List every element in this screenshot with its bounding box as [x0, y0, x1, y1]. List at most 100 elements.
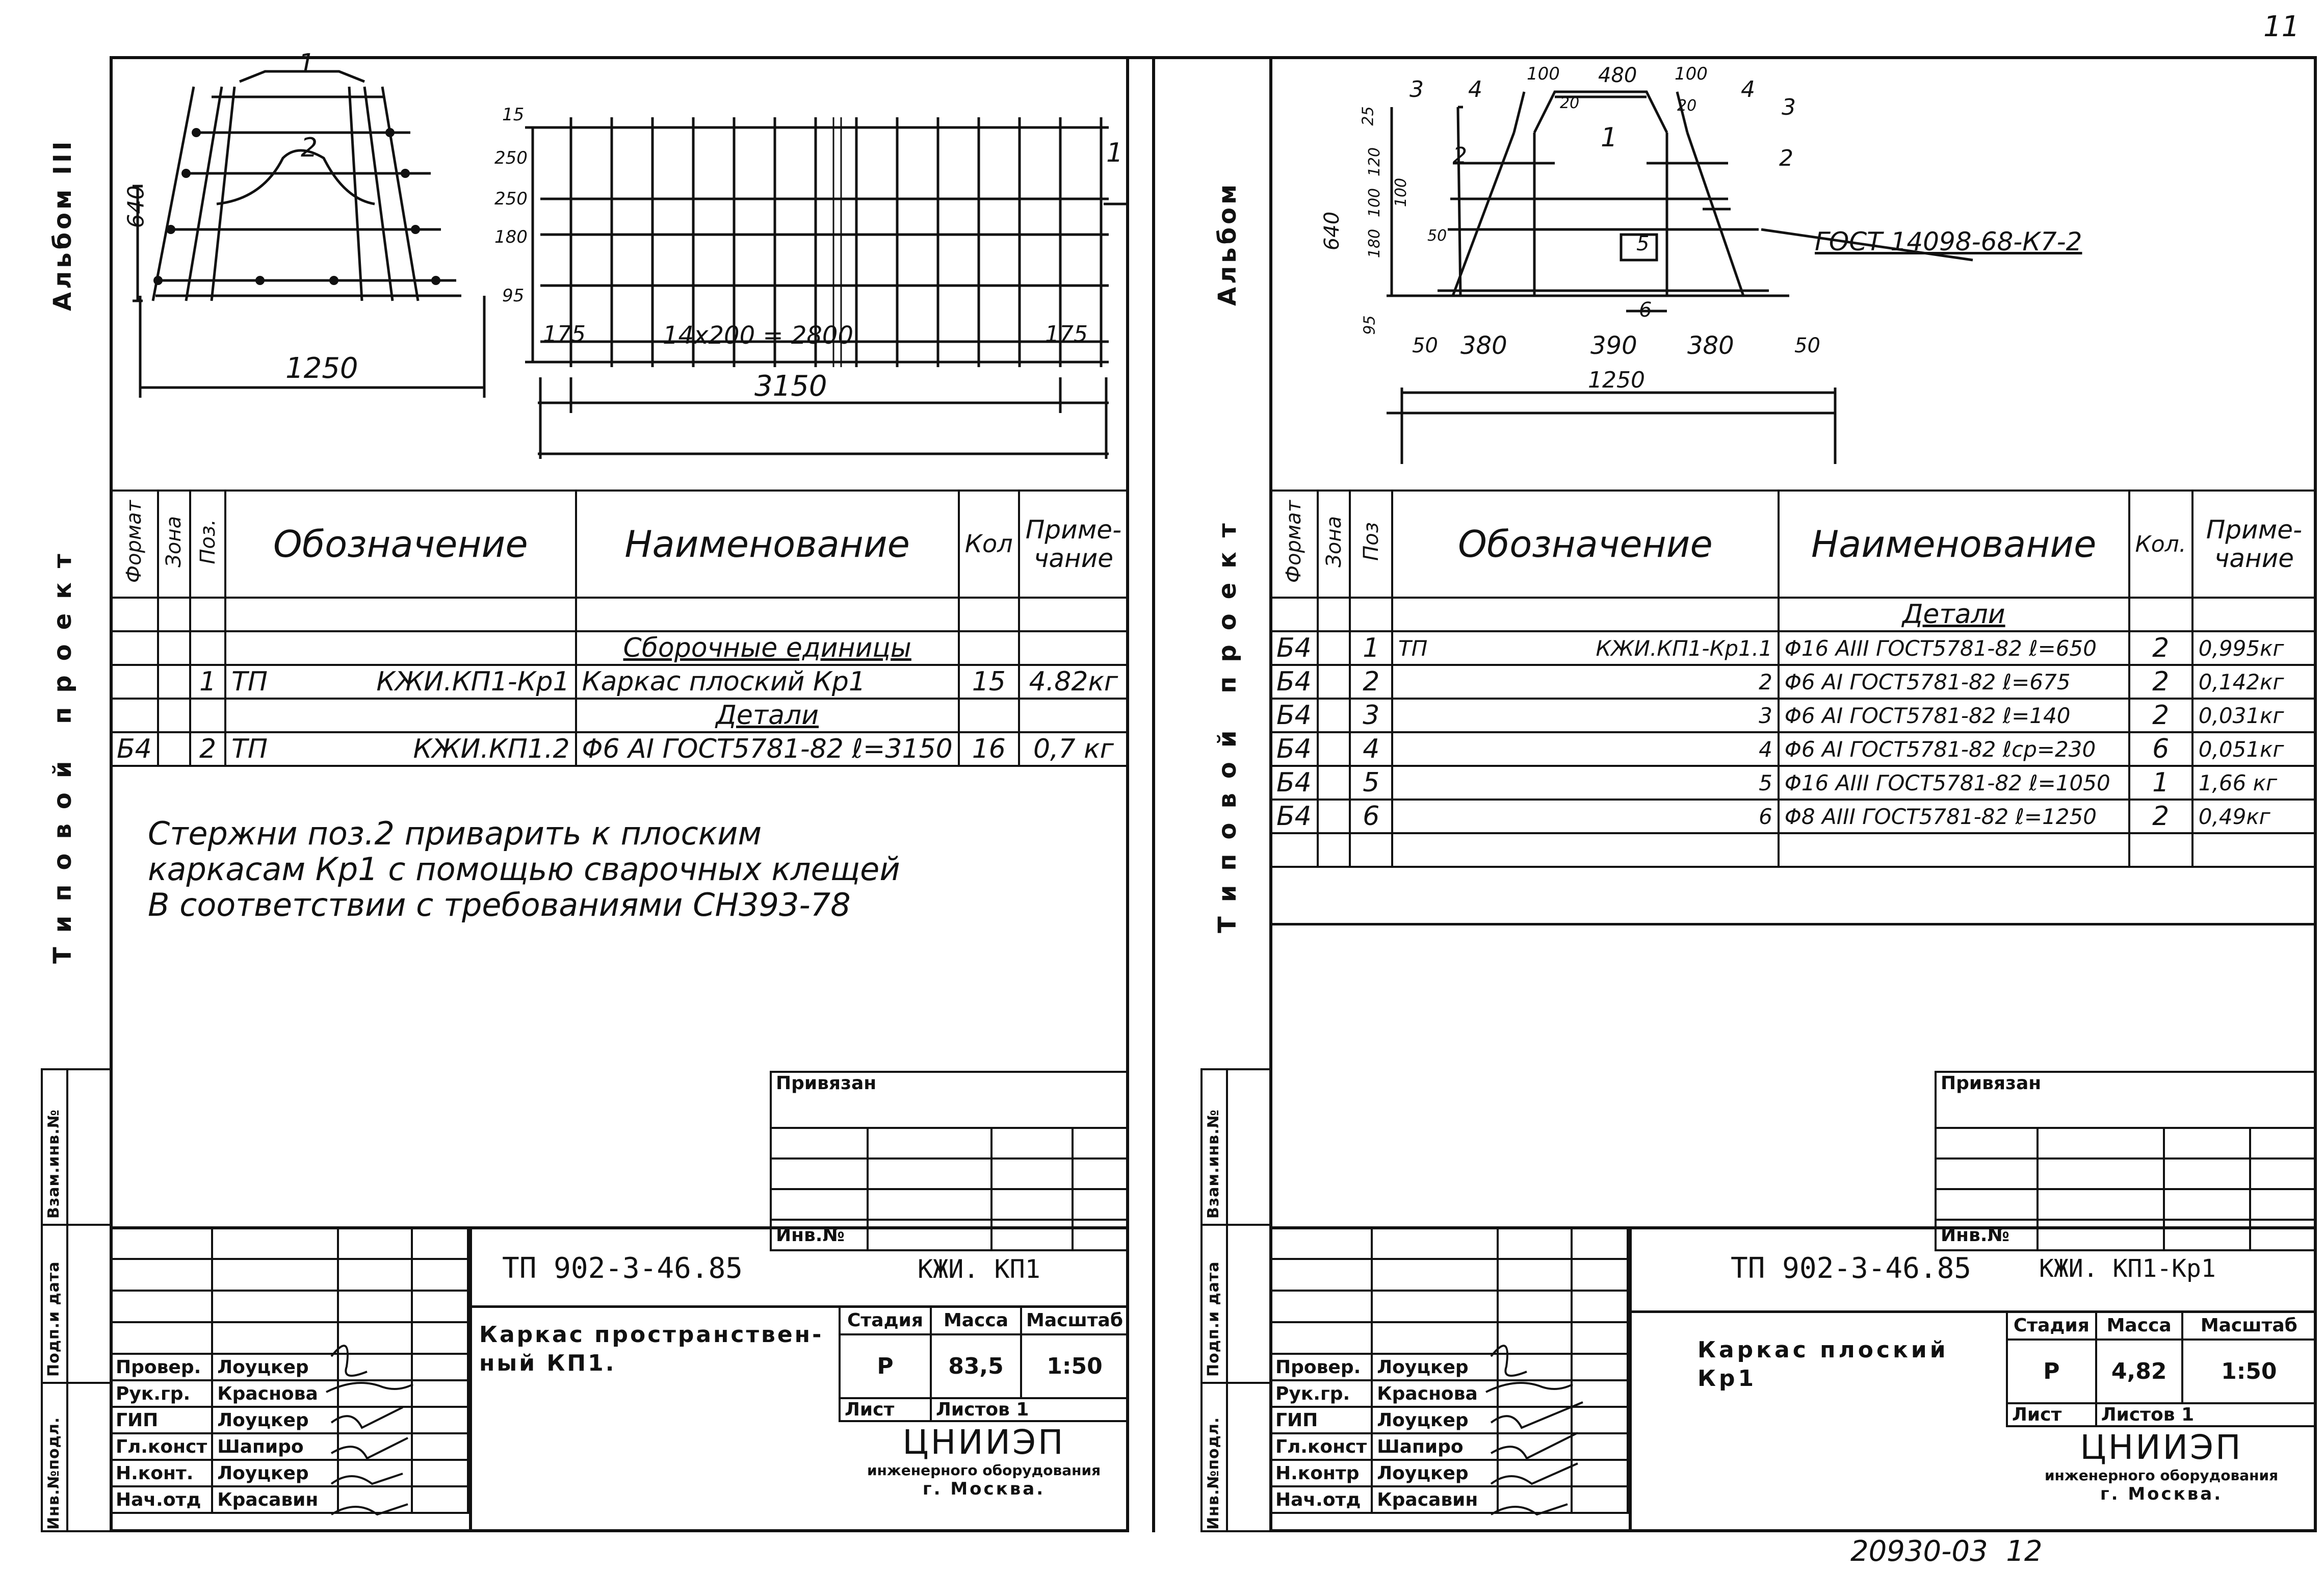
right-hdr-name: Наименование [1777, 490, 2130, 599]
signer-row: Рук.гр.Краснова [1269, 1379, 1629, 1408]
right-callout-6: 6 [1639, 298, 1652, 322]
sheet-divider [1152, 56, 1155, 1532]
left-dim-length: 3150 [754, 370, 827, 403]
left-hdr-note: Приме-чание [1017, 490, 1130, 599]
right-leader-3b: 3 [1782, 94, 1796, 120]
right-dim-bottom-1: 50 [1412, 334, 1438, 357]
left-cage-drawing [133, 70, 1129, 459]
right-doc-number: ТП 902-3-46.85 [1731, 1252, 1972, 1285]
right-signatures [1485, 1345, 1583, 1516]
right-hdr-zone: Зона [1322, 516, 1346, 568]
left-dim-row-3: 250 [494, 189, 528, 209]
right-leader-2b: 2 [1779, 145, 1793, 171]
left-hdr-format: Формат [122, 500, 146, 583]
left-doc-number: ТП 902-3-46.85 [502, 1252, 743, 1285]
right-hdr-qty: Кол. [2128, 490, 2194, 599]
left-dim-pitch: 14x200 = 2800 [663, 321, 853, 350]
right-leader-4b: 4 [1741, 76, 1755, 102]
left-dim-height: 640 [123, 185, 149, 228]
left-hdr-designation: Обозначение [224, 490, 577, 599]
left-hdr-zone: Зона [162, 516, 186, 568]
left-dim-row-4: 180 [494, 227, 528, 247]
left-org-block: ЦНИИЭП инженерного оборудования г. Москв… [867, 1423, 1101, 1499]
right-title: Каркас плоский Кр1 [1698, 1337, 1949, 1392]
left-signatures [326, 1345, 413, 1516]
right-callout-5: 5 [1636, 232, 1650, 255]
right-frame-drawing [1387, 90, 1973, 464]
left-hdr-name: Наименование [575, 490, 960, 599]
right-dim-left-2: 120 [1366, 147, 1384, 177]
right-dim-bottom-2: 380 [1460, 331, 1507, 360]
left-hdr-pos: Поз. [196, 519, 220, 564]
archive-number: 20930-03 12 [1850, 1535, 2043, 1568]
right-dim-top-1: 100 [1527, 64, 1560, 84]
right-dim-left-3: 100 [1366, 188, 1384, 218]
left-dim-width: 1250 [285, 352, 358, 385]
left-project-label: Типовой проект [48, 539, 77, 964]
right-dim-top-5: 20 [1677, 97, 1697, 115]
right-dim-top-2: 480 [1598, 64, 1637, 87]
right-dim-height: 640 [1320, 211, 1344, 251]
left-stamp-label-2: Подп.и дата [45, 1261, 63, 1377]
right-project-label: Типовой проект [1213, 509, 1242, 933]
left-dim-pitch-left: 175 [543, 321, 586, 347]
left-stamp-label-3: Взам.инв.№ [45, 1109, 63, 1219]
left-elev-leader-1: 1 [1106, 138, 1124, 168]
right-leader-1: 1 [1601, 122, 1618, 153]
right-stamp-label-2: Подп.и дата [1205, 1261, 1222, 1377]
left-stamp-label-1: Инв.№подл. [45, 1417, 63, 1530]
left-dim-row-5: 95 [502, 286, 525, 306]
left-leader-2a: 2 [301, 133, 318, 163]
right-leader-3a: 3 [1409, 76, 1424, 102]
right-dim-left-4: 100 [1392, 177, 1411, 208]
right-dim-left-6: 50 [1427, 227, 1447, 245]
left-title: Каркас пространствен-ный КП1. [479, 1322, 824, 1376]
right-dim-top-4: 20 [1560, 94, 1580, 112]
right-bound-block: Привязан Инв.№ [1935, 1071, 2317, 1251]
right-stamp-label-1: Инв.№подл. [1205, 1417, 1222, 1530]
right-hdr-format: Формат [1282, 500, 1306, 583]
right-dim-bottom-4: 380 [1687, 331, 1734, 360]
right-hdr-note: Приме-чание [2191, 490, 2317, 599]
right-dim-left-1: 25 [1359, 106, 1377, 126]
top-border [110, 56, 2317, 59]
right-album-label: Альбом [1213, 181, 1242, 306]
right-hdr-designation: Обозначение [1391, 490, 1780, 599]
left-leader-1: 1 [298, 48, 316, 79]
right-dim-left-7: 95 [1361, 315, 1379, 335]
right-stamp-label-3: Взам.инв.№ [1205, 1109, 1222, 1219]
left-doc-code: КЖИ. КП1 [918, 1254, 1040, 1284]
right-dim-top-3: 100 [1675, 64, 1708, 84]
left-dim-row-2: 250 [494, 148, 528, 168]
left-album-label: Альбом III [48, 138, 77, 311]
left-hdr-qty: Кол [957, 490, 1020, 599]
right-dim-left-5: 180 [1366, 228, 1384, 259]
left-section-assembly: Сборочные единицы [575, 630, 960, 666]
left-spec-table: Формат Зона Поз. Обозначение Наименовани… [110, 490, 1130, 767]
page-number: 11 [2263, 10, 2300, 43]
right-doc-code: КЖИ. КП1-Кр1 [2039, 1254, 2216, 1283]
left-dim-pitch-right: 175 [1045, 321, 1088, 347]
right-leader-2a: 2 [1453, 143, 1467, 169]
right-hdr-pos: Поз [1359, 522, 1383, 561]
right-gost-callout: ГОСТ 14098-68-К7-2 [1815, 227, 2082, 256]
right-spec-table: Формат Зона Поз Обозначение Наименование… [1269, 490, 2317, 868]
right-section-parts: Детали [1777, 597, 2130, 632]
signer-row: Н.конт.Лоуцкер [109, 1459, 469, 1487]
right-dim-width: 1250 [1588, 367, 1645, 393]
